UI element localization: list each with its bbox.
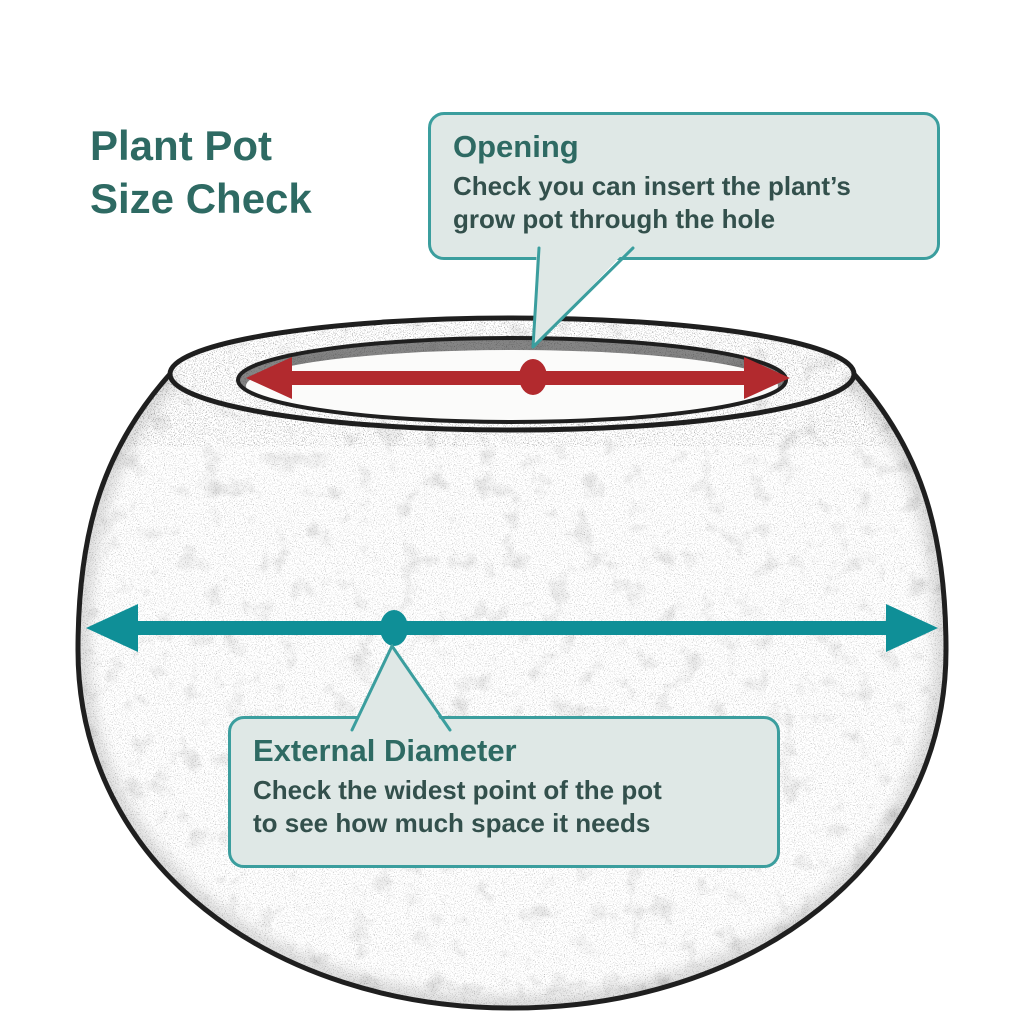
opening-arrow — [246, 357, 790, 399]
page-title-line-2: Size Check — [90, 174, 312, 222]
callout-opening-body-line-2: grow pot through the hole — [453, 203, 776, 234]
page-title-line-1: Plant Pot — [90, 122, 273, 169]
opening-arrowhead-right — [744, 357, 790, 399]
callout-opening: Opening Check you can insert the plant’s… — [428, 112, 940, 260]
callout-external-body-line-2: to see how much space it needs — [253, 807, 651, 838]
page-title: Plant Pot Size Check — [90, 120, 312, 225]
callout-external-body-line-1: Check the widest point of the pot — [253, 774, 662, 805]
callout-external-diameter: External Diameter Check the widest point… — [228, 716, 780, 868]
opening-arrowhead-left — [246, 357, 292, 399]
opening-arrow-dot — [519, 359, 547, 395]
diameter-arrowhead-left — [86, 604, 138, 652]
callout-opening-title: Opening — [453, 129, 579, 164]
callout-external-title: External Diameter — [253, 733, 517, 768]
diameter-arrowhead-right — [886, 604, 938, 652]
callout-opening-body-line-1: Check you can insert the plant’s — [453, 170, 851, 201]
diameter-arrow-dot — [380, 610, 408, 646]
diameter-arrow — [86, 604, 938, 652]
